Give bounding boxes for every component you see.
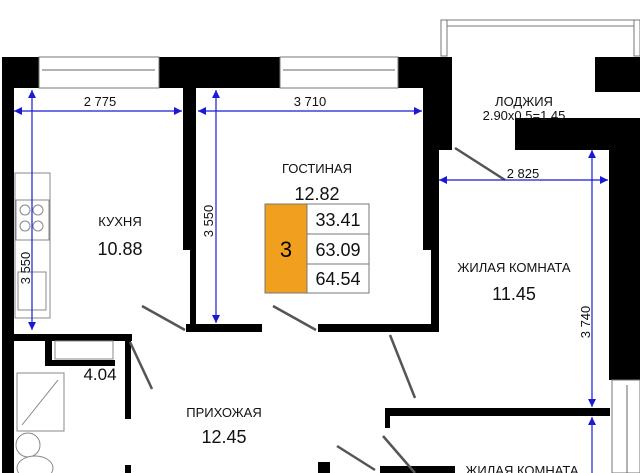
apartment-summary: 3 33.41 63.09 64.54 xyxy=(264,203,370,294)
kitchen-name: КУХНЯ xyxy=(98,214,141,229)
bedroom-width-label: 2 825 xyxy=(507,166,540,181)
total-area: 63.09 xyxy=(315,240,360,260)
hall-name: ПРИХОЖАЯ xyxy=(186,405,262,420)
toilet-icon xyxy=(16,455,54,473)
kitchen-height-label: 3 550 xyxy=(18,252,33,285)
dimension-lines xyxy=(14,90,608,473)
living-area-total: 33.41 xyxy=(315,210,360,230)
loggia-area: 2.90x0.5=1.45 xyxy=(483,108,566,123)
living-height-label: 3 550 xyxy=(201,205,216,238)
doors xyxy=(128,146,506,473)
rooms-count: 3 xyxy=(280,237,292,262)
bedroom2-name: ЖИЛАЯ КОМНАТА xyxy=(465,463,578,473)
loggia-frame xyxy=(440,19,640,57)
living-name: ГОСТИНАЯ xyxy=(282,161,352,176)
windows xyxy=(38,56,640,473)
hall-area: 12.45 xyxy=(201,427,246,447)
rooms-count-badge xyxy=(264,203,308,294)
loggia-name: ЛОДЖИЯ xyxy=(495,94,553,109)
bathroom-fixtures xyxy=(15,340,114,473)
walls xyxy=(2,57,640,473)
living-area: 12.82 xyxy=(294,184,339,204)
kitchen-fixtures xyxy=(14,172,51,319)
washbasin-icon xyxy=(15,432,41,458)
bedroom-height-label: 3 740 xyxy=(578,306,593,339)
bedroom1-name: ЖИЛАЯ КОМНАТА xyxy=(457,260,570,275)
living-width-label: 3 710 xyxy=(294,94,327,109)
kitchen-width-label: 2 775 xyxy=(84,94,117,109)
bathroom-area: 4.04 xyxy=(83,365,116,384)
total-area-with-loggia: 64.54 xyxy=(315,269,360,289)
bedroom1-area: 11.45 xyxy=(492,284,536,304)
kitchen-area: 10.88 xyxy=(97,239,142,259)
